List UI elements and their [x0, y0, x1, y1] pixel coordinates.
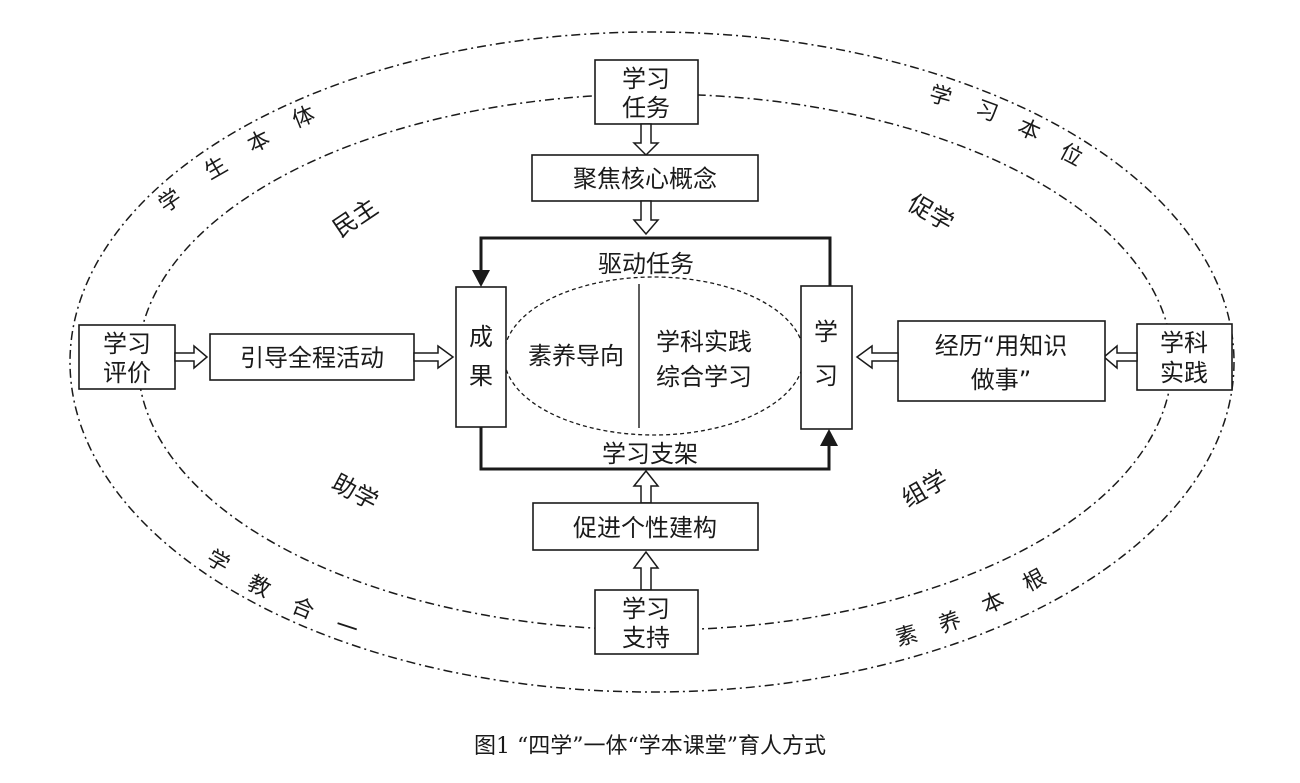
svg-text:学: 学 — [202, 546, 234, 579]
svg-text:学习: 学习 — [622, 65, 670, 93]
svg-text:位: 位 — [1055, 139, 1086, 171]
svg-text:评价: 评价 — [103, 359, 151, 387]
ring-label-top-right: 学 习 本 位 — [926, 82, 1086, 172]
node-learning: 学 习 — [800, 285, 853, 430]
drive-loop-line — [479, 236, 832, 286]
node-experience-doing: 经历“用知识 做事” — [897, 320, 1106, 402]
node-guide-activities: 引导全程活动 — [209, 333, 415, 381]
svg-text:果: 果 — [469, 362, 493, 390]
svg-text:体: 体 — [289, 102, 319, 133]
svg-text:学: 学 — [154, 185, 186, 218]
scaffold-loop-line — [479, 427, 831, 471]
arrow-practice-to-experience — [1102, 344, 1138, 370]
arrow-focus-to-drive — [632, 200, 660, 236]
svg-text:促进个性建构: 促进个性建构 — [573, 514, 717, 542]
svg-text:习: 习 — [814, 362, 838, 390]
node-focus-core-concept: 聚焦核心概念 — [531, 154, 759, 202]
svg-text:本: 本 — [978, 588, 1008, 620]
node-subject-practice: 学科 实践 — [1136, 323, 1233, 391]
outer-ring — [69, 31, 1235, 693]
svg-text:养: 养 — [936, 608, 965, 639]
svg-text:习: 习 — [972, 96, 1001, 127]
svg-text:合: 合 — [288, 593, 318, 624]
drive-task-label: 驱动任务 — [598, 250, 694, 278]
arrow-task-to-focus — [632, 123, 660, 157]
quadrant-label-bottom-left: 助学 — [327, 469, 383, 516]
svg-text:成: 成 — [469, 323, 493, 351]
svg-text:学习: 学习 — [103, 330, 151, 358]
svg-text:学: 学 — [926, 82, 954, 112]
quadrant-label-top-right: 促学 — [903, 189, 959, 237]
core-left-label: 素养导向 — [528, 342, 624, 370]
node-outcome: 成 果 — [455, 286, 507, 428]
scaffold-loop-arrowhead — [820, 429, 838, 446]
arrow-experience-to-learning — [855, 344, 899, 370]
svg-text:学科: 学科 — [1160, 329, 1208, 357]
svg-text:任务: 任务 — [622, 94, 670, 122]
ring-label-bottom-right: 素 养 本 根 — [893, 565, 1050, 652]
svg-text:支持: 支持 — [622, 624, 670, 652]
node-learning-evaluation: 学习 评价 — [78, 324, 176, 390]
drive-loop-arrowhead — [472, 270, 490, 287]
arrow-evaluate-to-guide — [174, 344, 209, 370]
ring-label-bottom-left: 学 教 合 一 — [202, 546, 361, 644]
scaffold-label: 学习支架 — [602, 440, 698, 468]
svg-text:聚焦核心概念: 聚焦核心概念 — [573, 165, 717, 193]
arrow-support-to-construct — [632, 550, 660, 591]
svg-text:学习: 学习 — [622, 595, 670, 623]
arrow-guide-to-outcome — [413, 344, 455, 370]
svg-text:本: 本 — [244, 126, 275, 158]
svg-text:生: 生 — [201, 153, 233, 186]
svg-text:素: 素 — [893, 622, 921, 652]
svg-text:根: 根 — [1019, 565, 1050, 597]
core-right-line-2: 综合学习 — [656, 363, 752, 391]
ring-label-top-left: 学 生 本 体 — [154, 102, 318, 218]
node-learning-support: 学习 支持 — [594, 589, 699, 655]
arrow-construct-to-scaffold — [632, 469, 660, 504]
quadrant-label-top-left: 民主 — [328, 193, 383, 243]
svg-text:学: 学 — [814, 318, 838, 346]
figure-caption: 图1 “四学”一体“学本课堂”育人方式 — [474, 734, 826, 759]
node-personal-construction: 促进个性建构 — [532, 502, 759, 551]
svg-text:引导全程活动: 引导全程活动 — [240, 344, 384, 372]
svg-text:本: 本 — [1014, 115, 1044, 147]
svg-text:经历“用知识: 经历“用知识 — [935, 332, 1067, 360]
quadrant-label-bottom-right: 组学 — [897, 465, 953, 513]
svg-text:做事”: 做事” — [971, 366, 1031, 394]
svg-text:教: 教 — [243, 571, 274, 603]
node-learning-task: 学习 任务 — [594, 59, 699, 125]
svg-text:实践: 实践 — [1160, 359, 1208, 387]
core-right-line-1: 学科实践 — [656, 328, 752, 356]
